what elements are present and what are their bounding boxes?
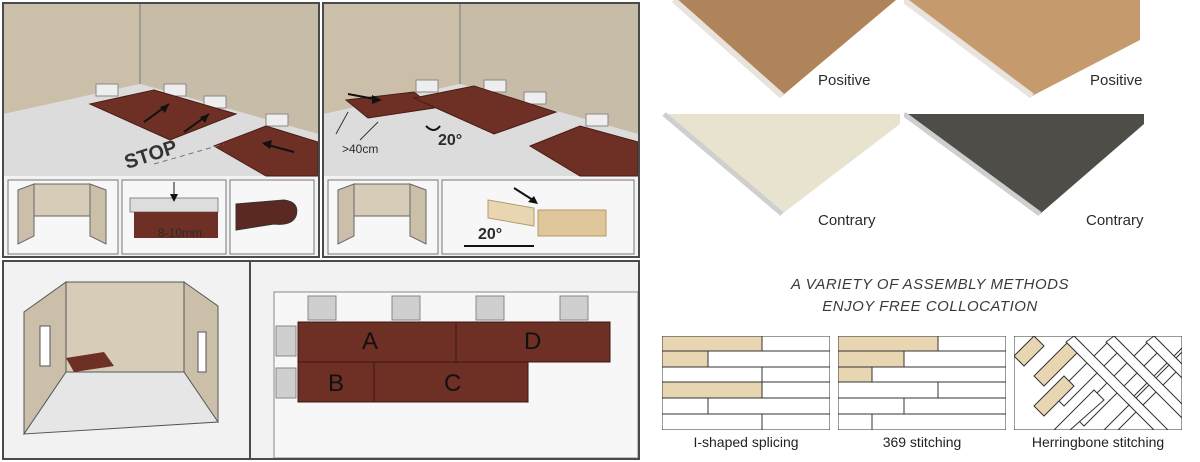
headline-line-2: ENJOY FREE COLLOCATION: [822, 298, 1038, 315]
pattern-label-herringbone: Herringbone stitching: [1031, 434, 1165, 450]
i-shaped-splicing-diagram: [662, 336, 830, 430]
cross-section-label-1: Positive: [818, 72, 871, 89]
install-step-2-panel: >40cm 20° 20°: [322, 2, 640, 258]
cross-section-label-4: Contrary: [1086, 212, 1144, 229]
plank-label-c: C: [444, 370, 462, 397]
pattern-label-i-shaped: I-shaped splicing: [693, 434, 799, 450]
cross-section-contrary-2: [904, 110, 1200, 220]
angle-label-small: 20°: [478, 226, 503, 243]
distance-label: >40cm: [342, 142, 379, 156]
pattern-i-shaped: [662, 336, 830, 430]
pattern-herringbone: [1014, 336, 1182, 430]
room-floor-illustration: [4, 4, 318, 255]
cross-section-positive-1: [660, 0, 900, 100]
layout-plan-illustration: [23, 262, 638, 458]
angle-label: 20°: [438, 132, 463, 149]
gap-label: 8-10mm: [158, 226, 203, 240]
plank-label-b: B: [328, 370, 345, 397]
pattern-369: [838, 336, 1006, 430]
cross-section-label-2: Positive: [1090, 72, 1143, 89]
plank-label-a: A: [362, 328, 379, 355]
pattern-label-369: 369 stitching: [882, 434, 962, 450]
plank-label-d: D: [524, 328, 542, 355]
cross-section-contrary-1: [660, 110, 900, 220]
369-stitching-diagram: [838, 336, 1006, 430]
plank-corner-contrary-1: [662, 112, 900, 216]
install-step-1-panel: STOP 8-10mm: [2, 2, 320, 258]
plank-corner-positive-2: [904, 0, 1140, 99]
cross-section-label-3: Contrary: [818, 212, 876, 229]
layout-plan-panel: A D B C: [2, 260, 640, 460]
plank-corner-positive-1: [672, 0, 896, 99]
plank-corner-contrary-2: [904, 111, 1144, 217]
herringbone-stitching-diagram: [1014, 336, 1182, 430]
angled-plank-illustration: [324, 4, 638, 255]
cross-section-positive-2: [904, 0, 1200, 100]
headline-line-1: A VARIETY OF ASSEMBLY METHODS: [791, 276, 1069, 293]
